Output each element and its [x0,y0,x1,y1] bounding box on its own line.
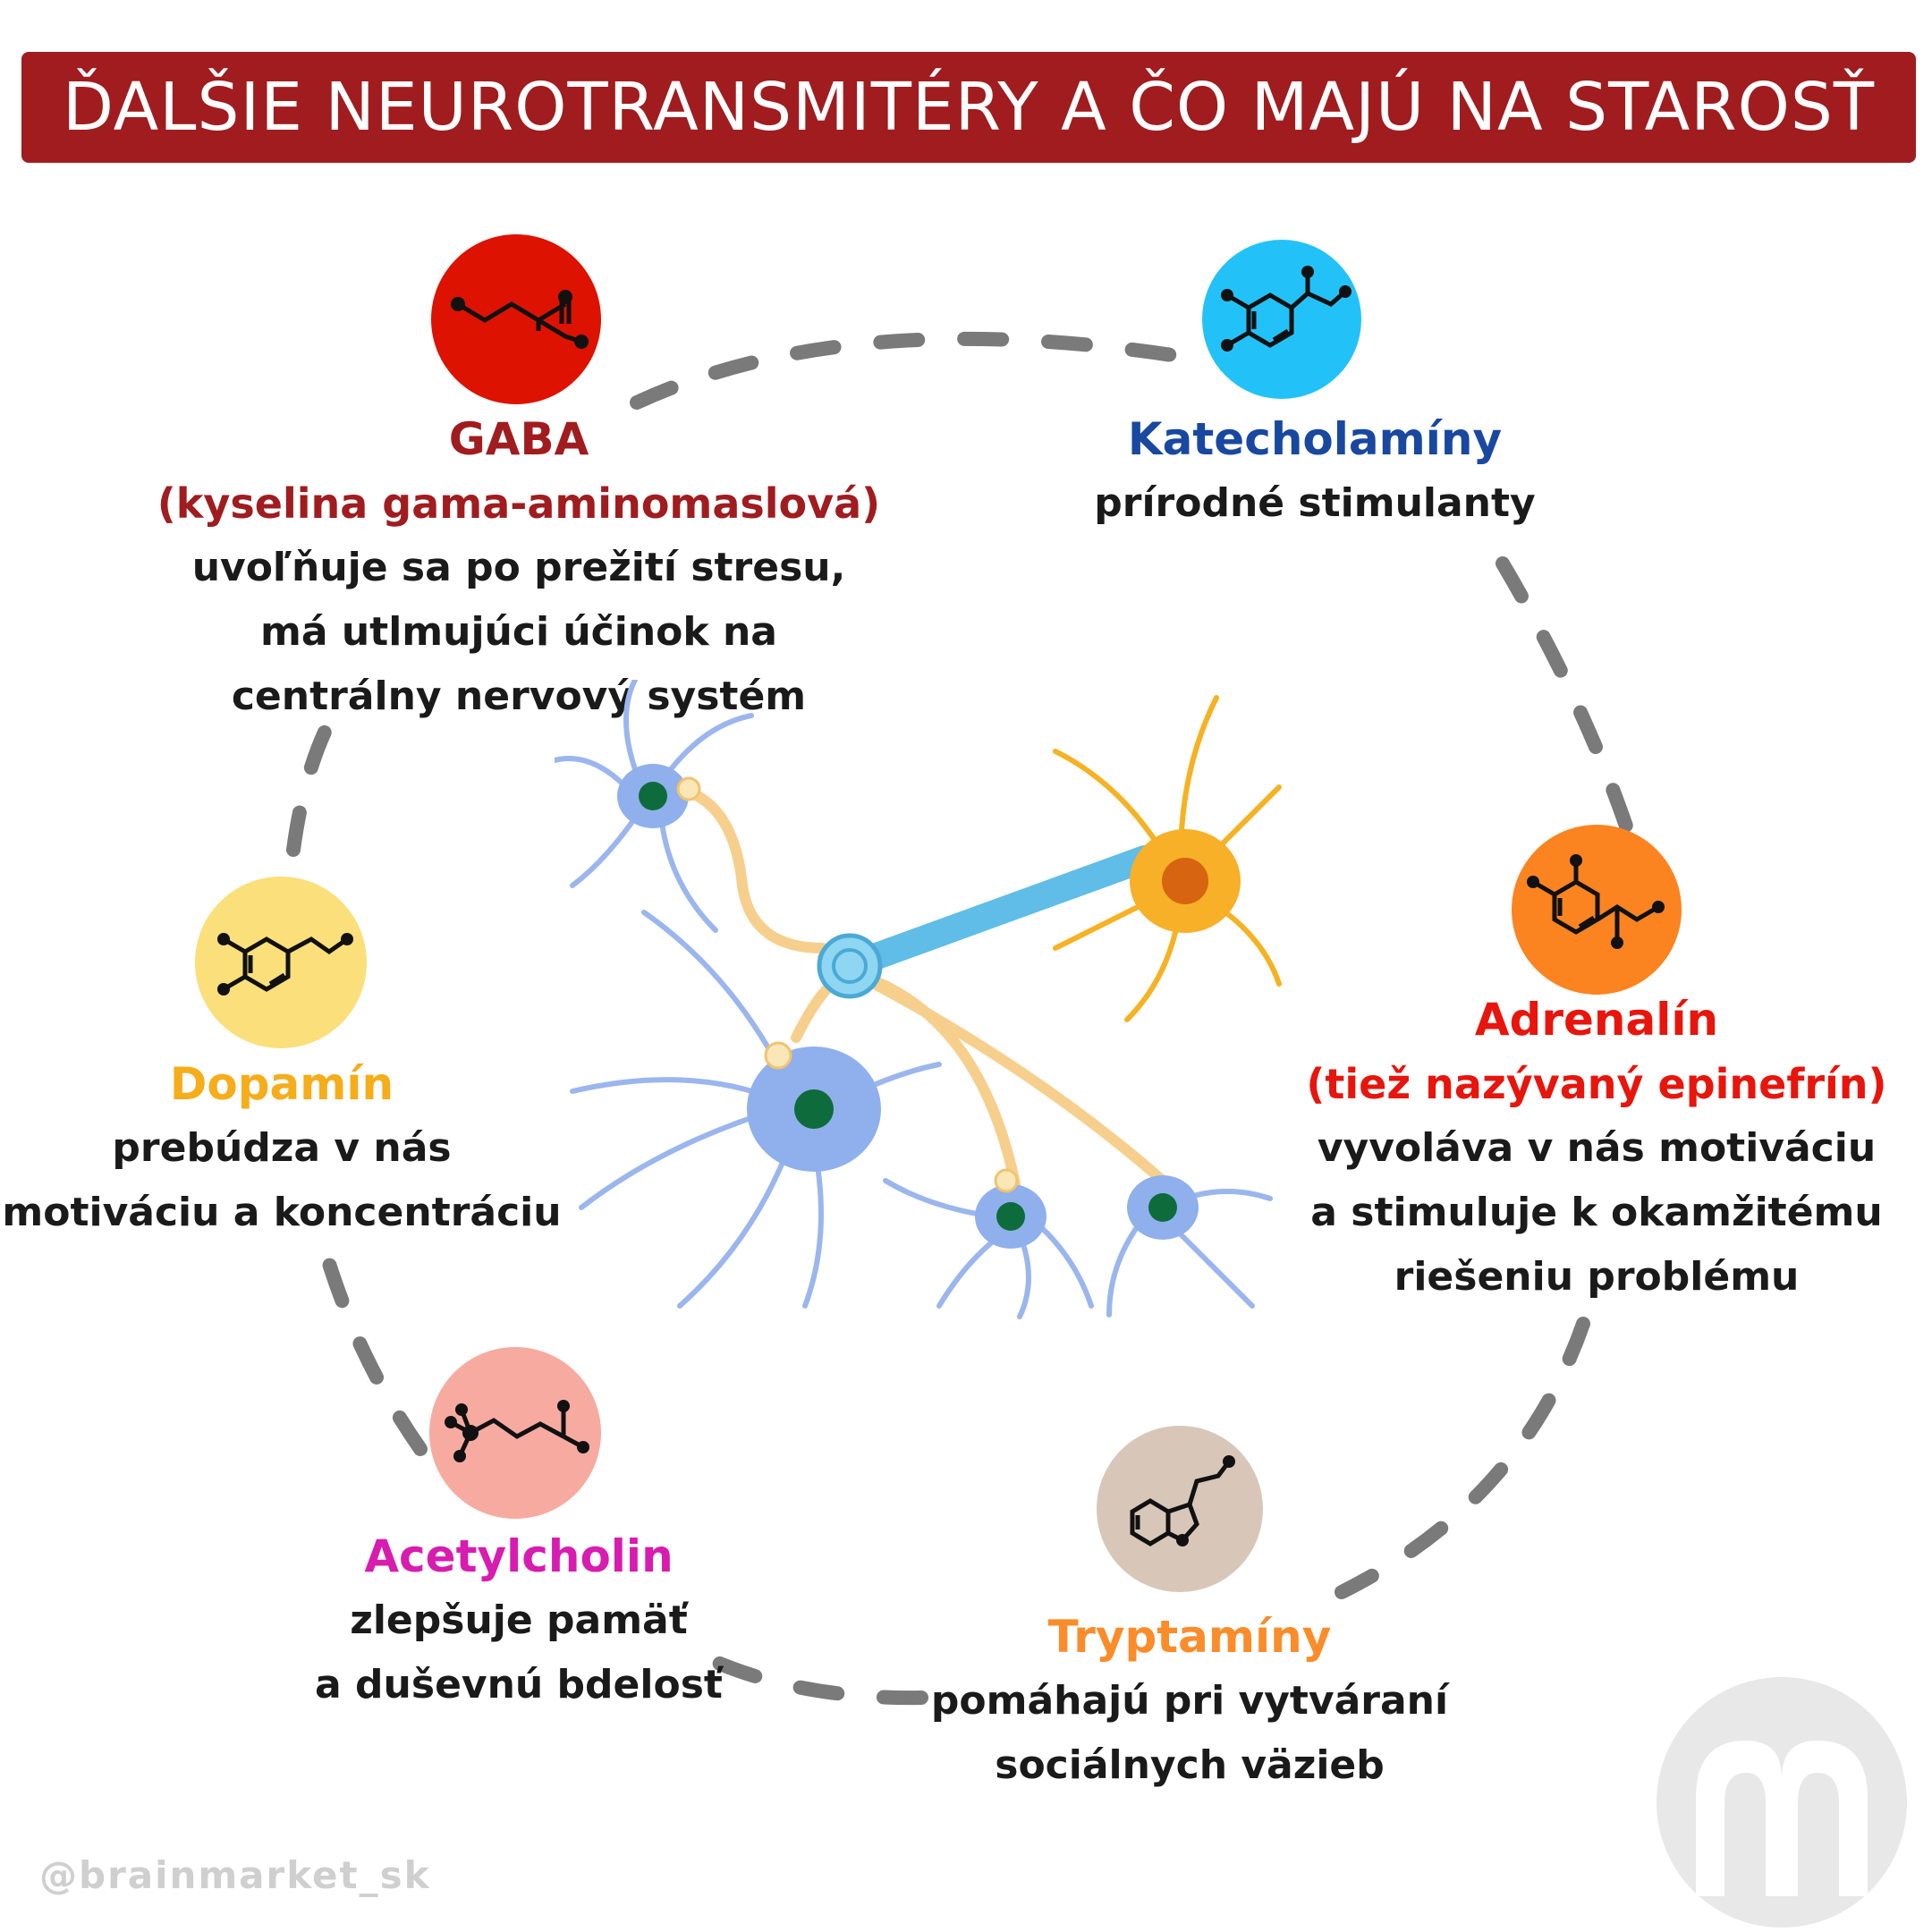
adrenaline-desc-line: riešeniu problému [1394,1254,1800,1300]
brainmarket-logo-icon [1657,1677,1907,1928]
title-banner: ĎALŠIE NEUROTRANSMITÉRY A ČO MAJÚ NA STA… [21,52,1916,163]
acetylcholine-desc-line: zlepšuje pamäť [350,1597,688,1643]
adrenaline-molecule-icon [1527,854,1665,949]
tryptamine-text-block: Tryptamíny pomáhajú pri vytváraní sociál… [894,1605,1485,1798]
adrenaline-name: Adrenalín [1474,994,1719,1046]
dopamine-desc-line: prebúdza v nás [112,1125,452,1171]
acetylcholine-desc-line: a duševnú bdelosť [315,1662,723,1707]
acetylcholine-molecule-icon [445,1400,589,1462]
social-handle: @brainmarket_sk [39,1853,431,1897]
gaba-subtitle: (kyselina gama-aminomaslová) [157,479,881,528]
catecholamine-text-block: Katecholamíny prírodné stimulanty [1011,407,1619,536]
dopamine-molecule-icon [217,933,353,996]
catecholamine-name: Katecholamíny [1127,413,1503,465]
tryptamine-desc-line: pomáhajú pri vytváraní [930,1678,1449,1724]
tryptamine-desc-line: sociálnych väzieb [995,1742,1385,1788]
gaba-desc-line: centrálny nervový systém [231,674,807,719]
acetylcholine-icon-circle [429,1347,601,1519]
gaba-icon-circle [431,234,601,404]
dopamine-text-block: Dopamín prebúdza v nás motiváciu a konce… [0,1052,564,1245]
gaba-desc-line: má utlmujúci účinok na [260,609,777,655]
page-title: ĎALŠIE NEUROTRANSMITÉRY A ČO MAJÚ NA STA… [62,69,1876,146]
acetylcholine-name: Acetylcholin [364,1530,674,1582]
catecholamine-icon-circle [1202,240,1361,399]
gaba-text-block: GABA (kyselina gama-aminomaslová) uvoľňu… [134,407,903,729]
adrenaline-subtitle: (tiež nazývaný epinefrín) [1306,1060,1887,1108]
adrenaline-desc-line: vyvoláva v nás motiváciu [1317,1125,1877,1171]
adrenaline-icon-circle [1512,825,1682,995]
catecholamine-desc-line: prírodné stimulanty [1094,480,1536,526]
tryptamine-icon-circle [1097,1426,1263,1592]
dopamine-desc-line: motiváciu a koncentráciu [2,1190,562,1235]
tryptamine-molecule-icon [1130,1455,1235,1546]
acetylcholine-text-block: Acetylcholin zlepšuje pamäť a duševnú bd… [215,1524,823,1717]
dopamine-icon-circle [195,877,367,1048]
neuron-network-illustration [555,680,1282,1319]
tryptamine-name: Tryptamíny [1047,1611,1332,1663]
gaba-name: GABA [448,413,589,465]
dopamine-name: Dopamín [169,1058,394,1110]
gaba-desc-line: uvoľňuje sa po prežití stresu, [191,545,846,590]
gaba-molecule-icon [451,290,589,349]
adrenaline-text-block: Adrenalín (tiež nazývaný epinefrín) vyvo… [1270,987,1923,1309]
adrenaline-desc-line: a stimuluje k okamžitému [1310,1190,1883,1235]
catecholamine-molecule-icon [1221,266,1352,352]
